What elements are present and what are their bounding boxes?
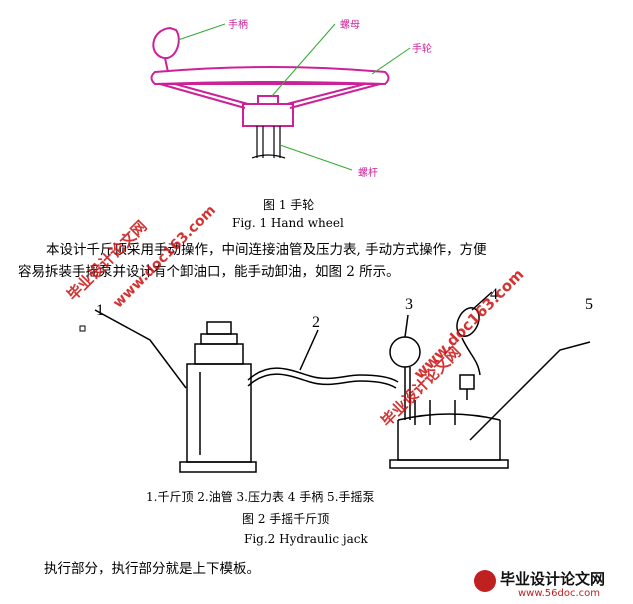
handle-label: 手柄 (228, 20, 248, 31)
paragraph-line-2: 容易拆装手摇泵并设计有个卸油口，能手动卸油，如图 2 所示。 (18, 264, 400, 280)
hand-wheel-drawing (150, 23, 411, 171)
fig1-caption-cn: 图 1 手轮 (263, 198, 315, 212)
logo-url: www.56doc.com (518, 588, 601, 599)
part-number-2: 2 (312, 314, 320, 331)
paragraph-line-1: 本设计千斤顶采用手动操作，中间连接油管及压力表, 手动方式操作，方便 (46, 242, 487, 258)
fig1-caption-en: Fig. 1 Hand wheel (232, 216, 344, 230)
part-number-4: 4 (490, 286, 498, 303)
footer-paragraph: 执行部分，执行部分就是上下模板。 (44, 561, 260, 577)
fig2-caption-cn: 图 2 手摇千斤顶 (242, 512, 330, 526)
part-number-3: 3 (405, 296, 413, 313)
nut-label: 螺母 (340, 20, 360, 31)
logo-mark-icon (474, 570, 496, 592)
wheel-label: 手轮 (412, 44, 432, 55)
part-number-5: 5 (585, 296, 593, 313)
screw-label: 螺杆 (358, 168, 378, 179)
fig2-caption-en: Fig.2 Hydraulic jack (244, 532, 368, 546)
site-logo: 毕业设计论文网 www.56doc.com (474, 568, 630, 602)
hydraulic-jack-drawing (79, 291, 591, 473)
part-number-1: 1 (96, 302, 104, 319)
fig2-legend: 1.千斤顶 2.油管 3.压力表 4 手柄 5.手摇泵 (146, 490, 375, 504)
logo-title: 毕业设计论文网 (500, 570, 606, 588)
